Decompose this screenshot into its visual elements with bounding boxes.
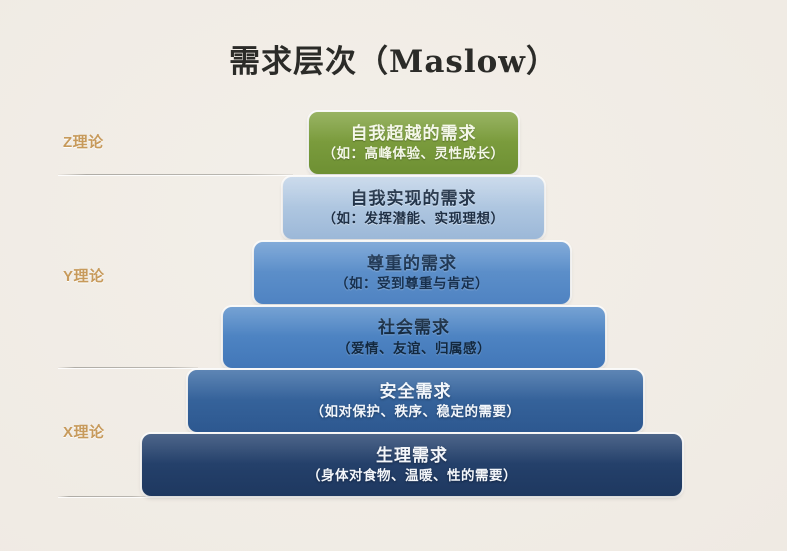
level-detail: （如对保护、秩序、稳定的需要）: [310, 404, 521, 420]
divider-line-x: [58, 496, 150, 497]
divider-line-z: [58, 174, 293, 175]
level-detail: （如：受到尊重与肯定）: [335, 276, 489, 292]
level-title: 自我实现的需求: [350, 188, 477, 208]
level-detail: （如：高峰体验、灵性成长）: [322, 146, 505, 162]
pyramid-level-safety: 安全需求 （如对保护、秩序、稳定的需要）: [188, 370, 643, 432]
theory-label-y: Y理论: [63, 268, 105, 285]
level-title: 自我超越的需求: [350, 123, 477, 143]
pyramid-level-self-actualization: 自我实现的需求 （如：发挥潜能、实现理想）: [283, 177, 544, 239]
level-title: 尊重的需求: [367, 253, 457, 273]
level-detail: （爱情、友谊、归属感）: [337, 340, 491, 356]
level-detail: （如：发挥潜能、实现理想）: [322, 211, 505, 227]
level-title: 社会需求: [378, 318, 450, 338]
theory-label-z: Z理论: [63, 134, 104, 151]
level-title: 安全需求: [379, 381, 452, 401]
level-title: 生理需求: [376, 445, 448, 465]
pyramid-level-physiological: 生理需求 （身体对食物、温暖、性的需要）: [142, 434, 682, 496]
pyramid-level-self-transcendence: 自我超越的需求 （如：高峰体验、灵性成长）: [309, 112, 518, 174]
theory-label-x: X理论: [63, 424, 105, 441]
pyramid-level-social: 社会需求 （爱情、友谊、归属感）: [223, 307, 605, 368]
divider-line-y: [58, 367, 198, 368]
level-detail: （身体对食物、温暖、性的需要）: [307, 468, 517, 484]
pyramid-level-esteem: 尊重的需求 （如：受到尊重与肯定）: [254, 242, 570, 304]
page-title: 需求层次（Maslow）: [229, 44, 558, 80]
